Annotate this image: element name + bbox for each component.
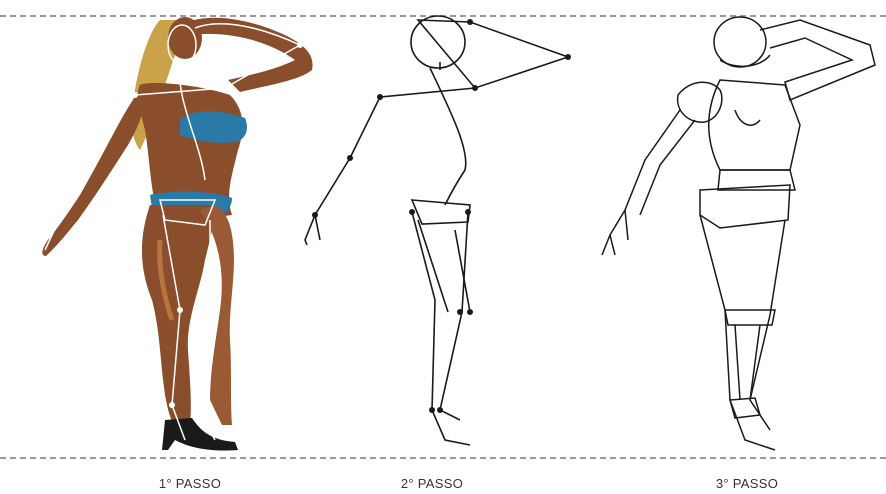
step3-lower-arm <box>602 110 680 255</box>
step3-raised-arm <box>760 20 875 100</box>
step3-jaw <box>720 55 770 66</box>
step3-shoulder-joint <box>678 82 722 122</box>
step3-arm-outline <box>640 120 695 215</box>
step3-breast-line <box>735 110 760 125</box>
step3-pelvis <box>700 185 790 228</box>
step3-head <box>714 17 766 67</box>
step3-legs <box>700 215 785 450</box>
step3-shins <box>735 325 760 400</box>
step2-caption: 2° PASSO <box>401 476 463 491</box>
step3-caption: 3° PASSO <box>716 476 778 491</box>
step1-caption: 1° PASSO <box>159 476 221 491</box>
